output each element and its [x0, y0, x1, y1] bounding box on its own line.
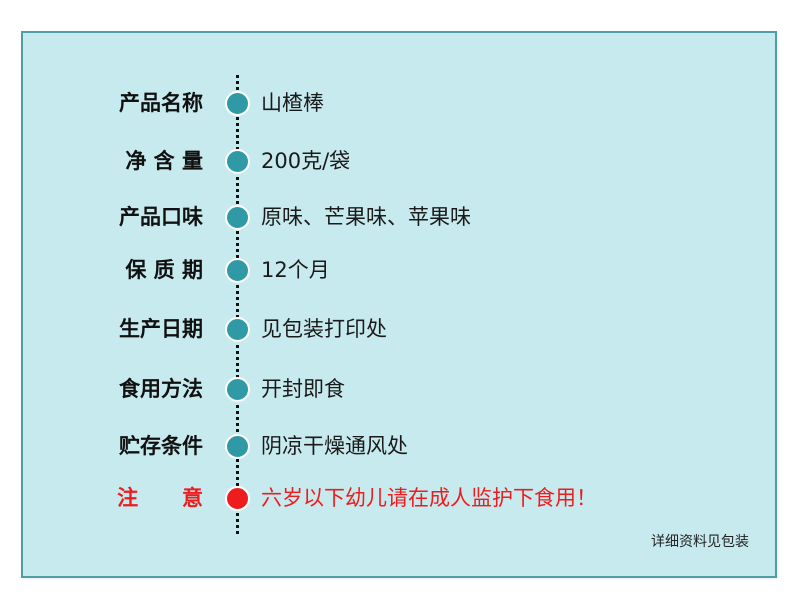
label-usage: 食用方法	[119, 377, 203, 401]
red-dot-icon	[225, 486, 250, 511]
teal-dot-icon	[225, 434, 250, 459]
row-flavor: 产品口味 原味、芒果味、苹果味	[23, 202, 763, 232]
row-warning: 注 意 六岁以下幼儿请在成人监护下食用！	[23, 483, 763, 513]
label-net-weight: 净 含 量	[125, 149, 203, 173]
teal-dot-icon	[225, 377, 250, 402]
teal-dot-icon	[225, 205, 250, 230]
teal-dot-icon	[225, 317, 250, 342]
row-net-weight: 净 含 量 200克/袋	[23, 146, 763, 176]
teal-dot-icon	[225, 149, 250, 174]
dotted-timeline	[236, 75, 239, 534]
value-storage: 阴凉干燥通风处	[261, 434, 408, 458]
label-flavor: 产品口味	[119, 205, 203, 229]
value-flavor: 原味、芒果味、苹果味	[261, 205, 471, 229]
row-shelf-life: 保 质 期 12个月	[23, 255, 763, 285]
value-warning: 六岁以下幼儿请在成人监护下食用！	[261, 486, 597, 510]
label-product-name: 产品名称	[119, 91, 203, 115]
footnote: 详细资料见包装	[651, 534, 749, 550]
row-product-name: 产品名称 山楂棒	[23, 88, 763, 118]
value-production-date: 见包装打印处	[261, 317, 387, 341]
label-storage: 贮存条件	[119, 434, 203, 458]
label-production-date: 生产日期	[119, 317, 203, 341]
value-product-name: 山楂棒	[261, 91, 324, 115]
row-production-date: 生产日期 见包装打印处	[23, 314, 763, 344]
row-storage: 贮存条件 阴凉干燥通风处	[23, 431, 763, 461]
label-shelf-life: 保 质 期	[125, 258, 203, 282]
value-shelf-life: 12个月	[261, 258, 330, 282]
label-warning: 注 意	[117, 486, 203, 510]
row-usage: 食用方法 开封即食	[23, 374, 763, 404]
product-info-panel: 产品名称 山楂棒 净 含 量 200克/袋 产品口味 原味、芒果味、苹果味 保 …	[21, 31, 777, 578]
teal-dot-icon	[225, 91, 250, 116]
value-net-weight: 200克/袋	[261, 149, 351, 173]
teal-dot-icon	[225, 258, 250, 283]
value-usage: 开封即食	[261, 377, 345, 401]
